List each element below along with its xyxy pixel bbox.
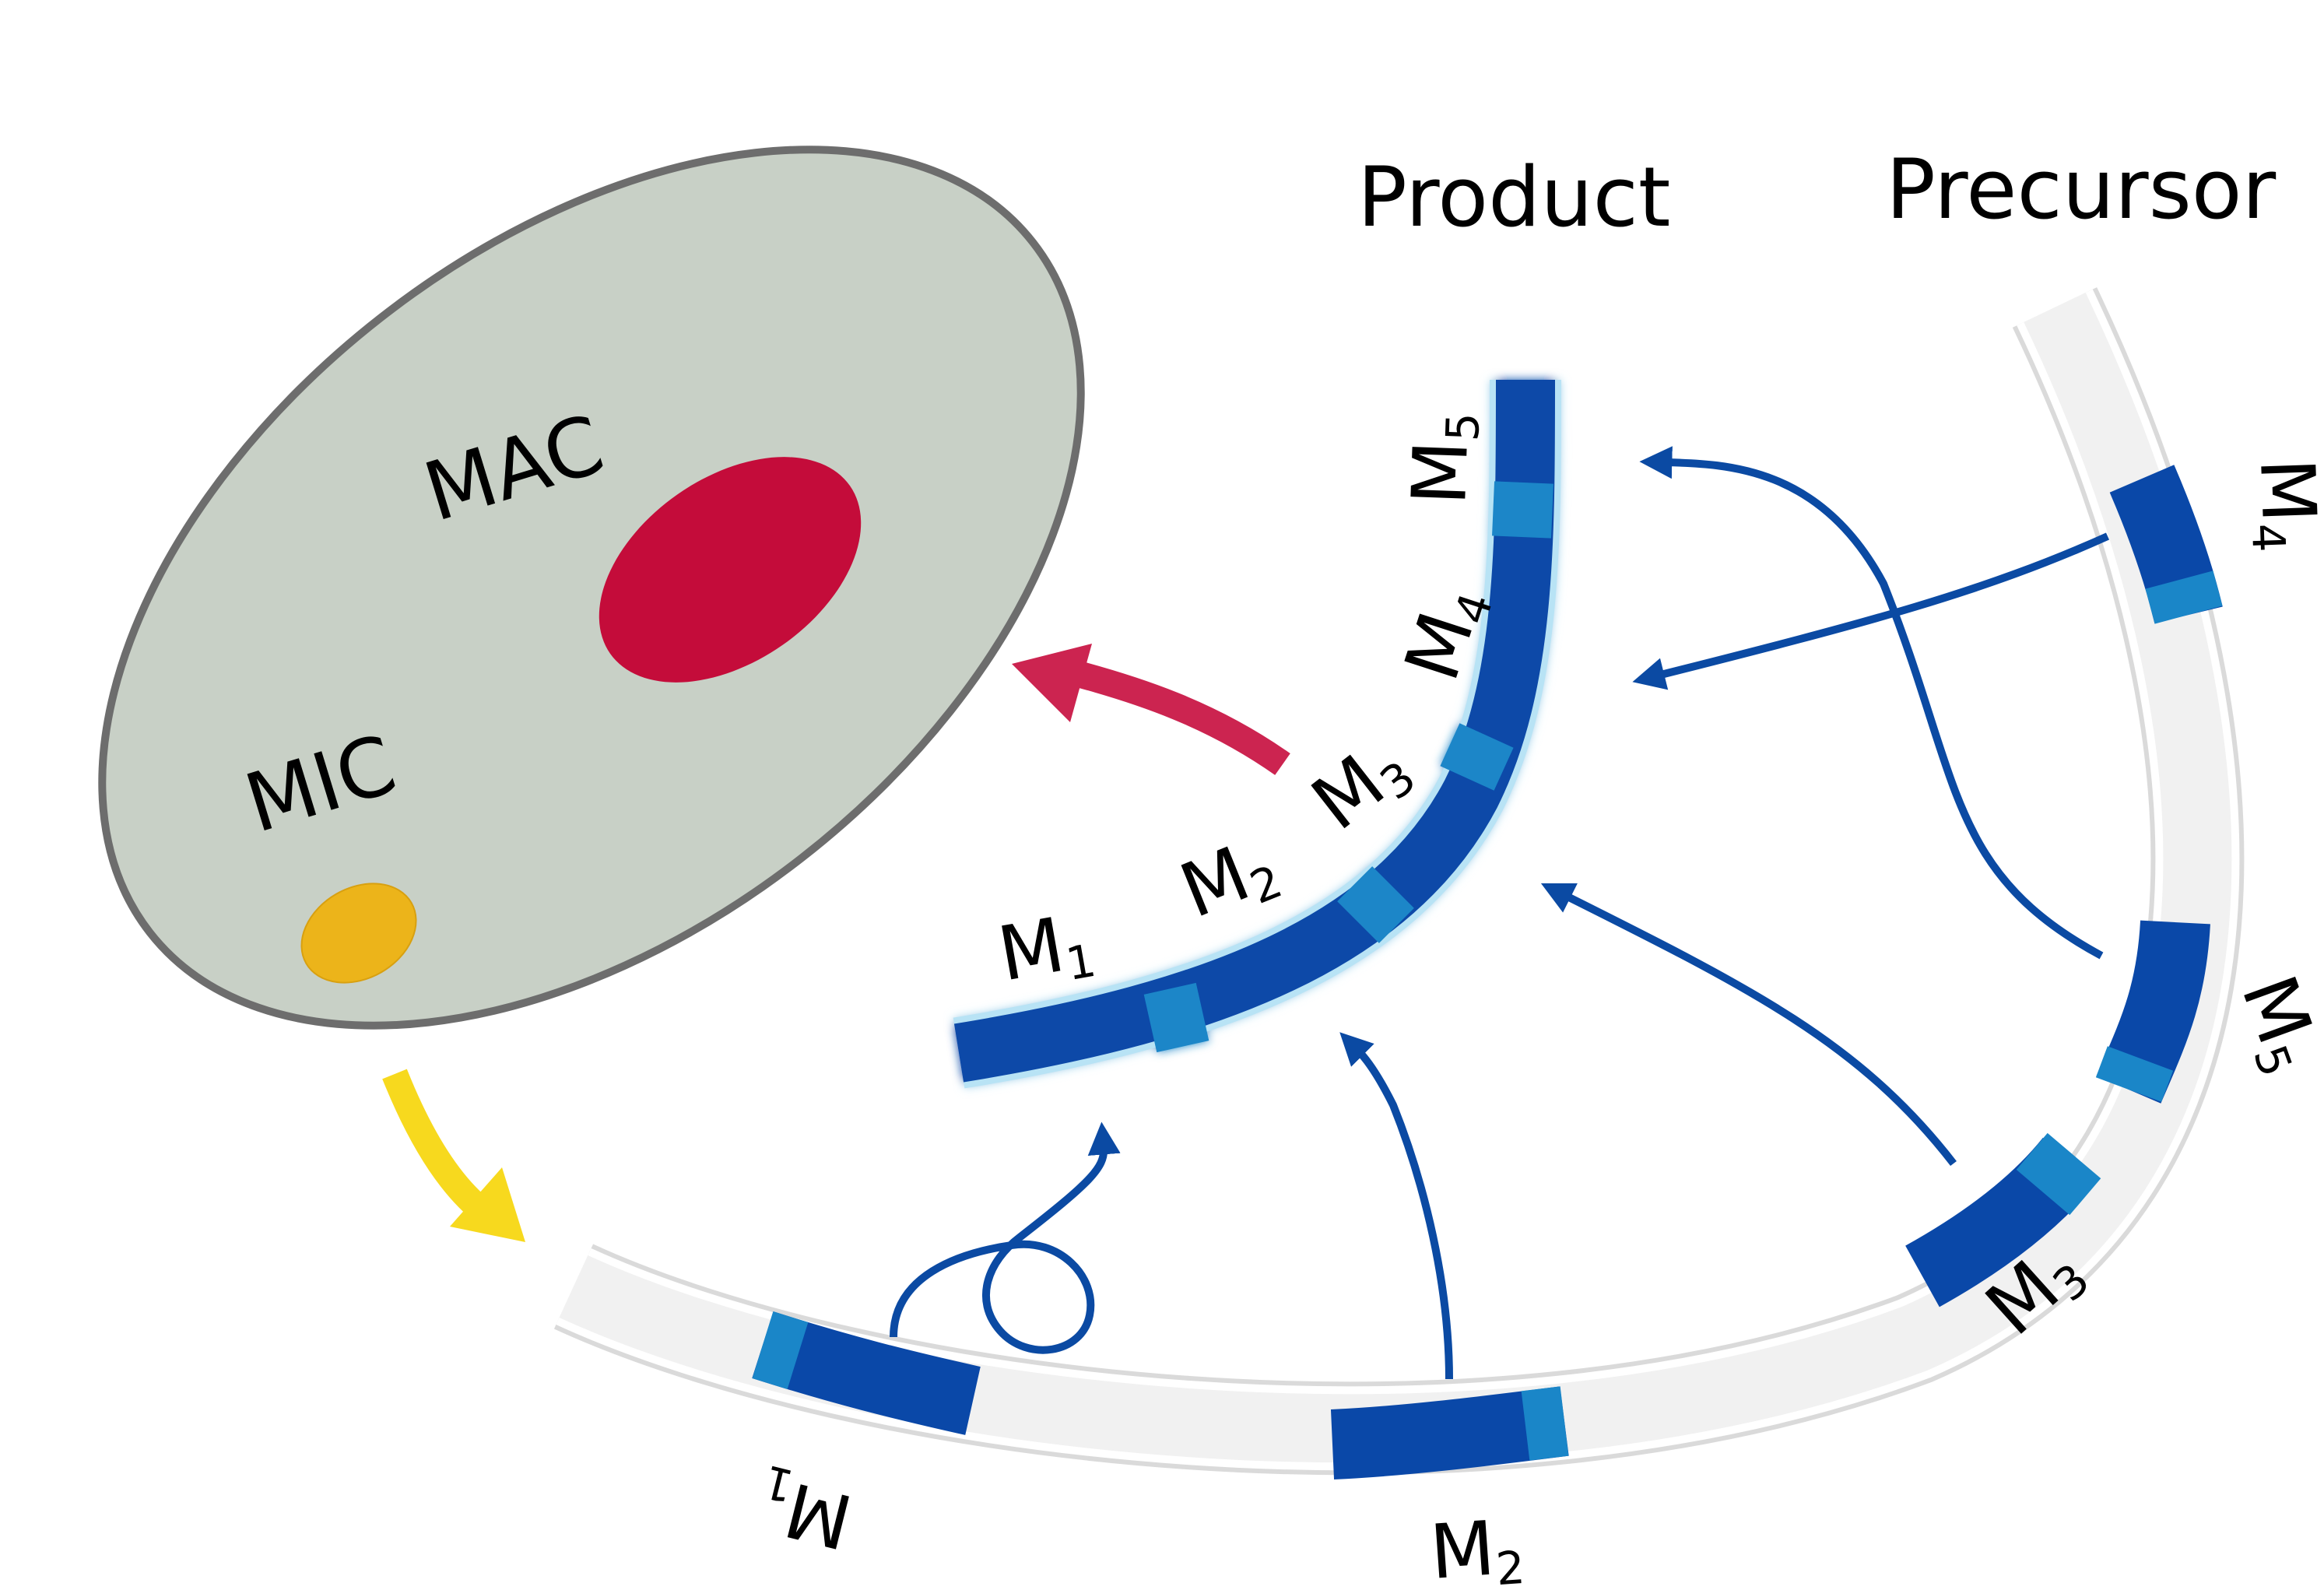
precursor-title: Precursor <box>1886 142 2277 237</box>
macronucleus <box>599 457 862 683</box>
red-arrow <box>1012 644 1290 775</box>
precursor-label-m4: M4 <box>2239 457 2324 553</box>
product-title: Product <box>1357 149 1670 245</box>
product-label-m5: M5 <box>1395 410 1490 507</box>
blue-arrows <box>890 446 2110 1380</box>
micronucleus <box>300 883 417 984</box>
arrow-m5 <box>1639 446 2104 960</box>
cell-body <box>98 146 1085 1030</box>
ciliate-cell: MAC MIC <box>98 146 1085 1030</box>
yellow-arrow <box>382 1069 525 1242</box>
arrow-m1 <box>890 1121 1121 1354</box>
product-label-m2: M2 <box>1169 820 1290 939</box>
precursor-label-m5: M5 <box>2221 965 2324 1084</box>
arrow-m2 <box>1339 1032 1453 1380</box>
precursor-chromosome <box>553 287 2245 1479</box>
precursor-label-m1: M1 <box>749 1455 861 1565</box>
product-label-m1: M1 <box>992 897 1100 1002</box>
arrow-m3 <box>1540 883 1957 1167</box>
precursor-label-m2: M2 <box>1427 1503 1527 1590</box>
precursor-segment-labels: M1 M2 M3 M5 M4 <box>749 457 2324 1590</box>
product-chromosome <box>953 379 1561 1089</box>
arrow-m4 <box>1632 532 2110 690</box>
